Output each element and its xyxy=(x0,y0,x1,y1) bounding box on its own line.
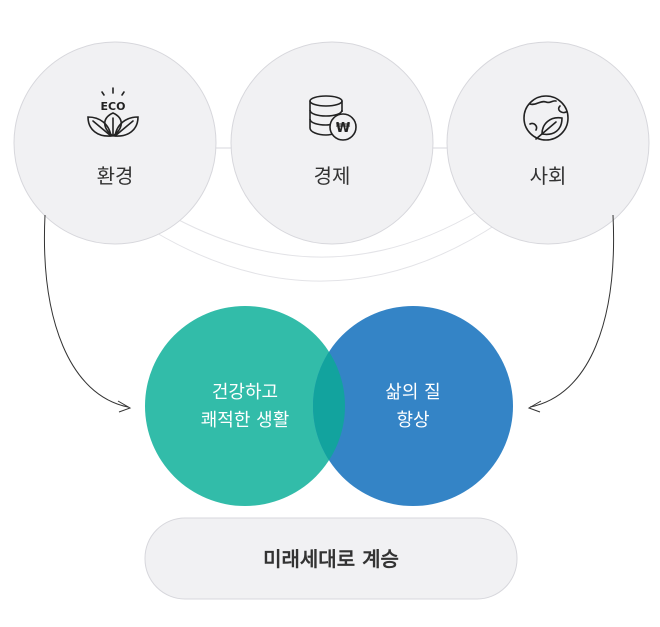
venn-left-line2: 쾌적한 생활 xyxy=(201,410,290,431)
venn-right-line1: 삶의 질 xyxy=(385,382,440,403)
venn-circle-right xyxy=(313,306,513,506)
pillar-circle-society xyxy=(446,41,650,245)
left-curve-arrow xyxy=(43,214,129,408)
venn-circle-left xyxy=(145,306,345,506)
won-symbol: ₩ xyxy=(336,121,351,136)
eco-leaves-icon: ECO xyxy=(87,87,139,137)
decorative-arc xyxy=(174,209,481,258)
venn-left-line1: 건강하고 xyxy=(212,382,278,403)
right-arrowhead xyxy=(527,400,542,413)
bottom-pill-label: 미래세대로 계승 xyxy=(263,547,399,571)
pillar-label-society: 사회 xyxy=(530,164,567,188)
left-arrowhead xyxy=(117,400,132,413)
pillar-circle-environment xyxy=(13,41,217,245)
bottom-pill xyxy=(144,517,518,600)
globe-leaf-icon xyxy=(523,95,569,141)
pillar-circle-economy xyxy=(230,41,434,245)
venn-right-line2: 향상 xyxy=(396,410,429,431)
coins-won-icon: ₩ xyxy=(309,95,357,141)
eco-icon-text: ECO xyxy=(101,100,126,113)
pillar-label-economy: 경제 xyxy=(314,164,351,188)
right-curve-arrow xyxy=(529,214,615,408)
pillar-label-environment: 환경 xyxy=(97,164,134,188)
decorative-arc xyxy=(154,221,501,282)
